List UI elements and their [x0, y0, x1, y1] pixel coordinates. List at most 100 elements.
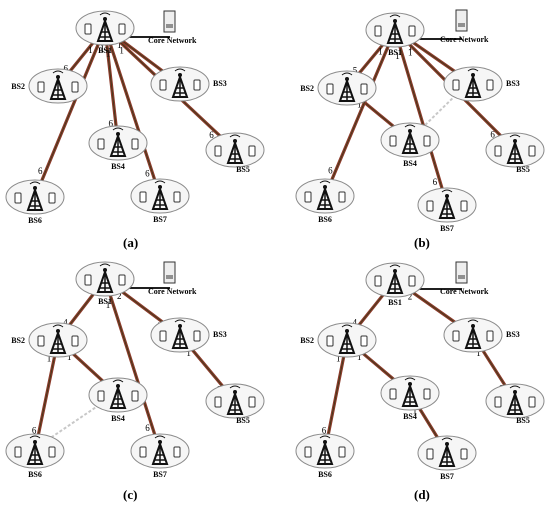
- link-bs1-bs7: 16: [106, 38, 158, 186]
- cell-tower-icon: [151, 435, 169, 465]
- station-label-bs5: BS5: [236, 165, 250, 174]
- cell-tower-icon: [96, 263, 114, 293]
- mobile-phone-icon: [159, 79, 167, 91]
- mobile-phone-icon: [173, 191, 181, 203]
- mobile-phone-icon: [360, 335, 368, 347]
- link-core-line: [189, 346, 226, 390]
- station-label-bs1: BS1: [98, 46, 112, 55]
- base-station-bs3: [150, 317, 210, 353]
- mobile-phone-icon: [84, 23, 92, 35]
- base-station-bs6: [295, 178, 355, 214]
- mobile-phone-icon: [131, 390, 139, 402]
- link-core-line: [356, 41, 386, 77]
- link-label-from: 1: [413, 405, 418, 415]
- mobile-phone-icon: [452, 330, 460, 342]
- mobile-phone-icon: [460, 200, 468, 212]
- base-station-bs3: [443, 66, 503, 102]
- link-label-to: 5: [353, 66, 358, 76]
- cell-tower-icon: [506, 134, 524, 164]
- cell-tower-icon: [464, 68, 482, 98]
- mobile-phone-icon: [48, 446, 56, 458]
- network-diagram-a: Core Network161616161616BS1BS2BS3BS4BS5B…: [5, 10, 265, 225]
- network-diagram-d: Core Network442515161616BS1BS2BS3BS4BS5B…: [295, 261, 545, 481]
- link-label-from: 1: [119, 45, 124, 55]
- station-label-bs4: BS4: [403, 159, 417, 168]
- link-label-to: 6: [322, 426, 327, 436]
- mobile-phone-icon: [486, 330, 494, 342]
- mobile-phone-icon: [486, 79, 494, 91]
- link-label-from: 1: [117, 40, 122, 50]
- station-label-bs2: BS2: [11, 336, 25, 345]
- mobile-phone-icon: [84, 274, 92, 286]
- mobile-phone-icon: [118, 23, 126, 35]
- base-station-bs6: [5, 179, 65, 215]
- mobile-phone-icon: [460, 448, 468, 460]
- cell-tower-icon: [338, 72, 356, 102]
- panel-c: Core Network342516161616BS1BS2BS3BS4BS5B…: [0, 253, 275, 507]
- cell-tower-icon: [49, 70, 67, 100]
- link-label-from: 1: [106, 49, 111, 59]
- mobile-phone-icon: [423, 388, 431, 400]
- cell-tower-icon: [401, 377, 419, 407]
- cell-tower-icon: [438, 437, 456, 467]
- mobile-phone-icon: [389, 388, 397, 400]
- link-core-line: [408, 289, 460, 326]
- cell-tower-icon: [49, 324, 67, 354]
- server-icon: [163, 261, 176, 284]
- link-core-line: [69, 350, 107, 385]
- base-station-bs4: [380, 122, 440, 158]
- link-label-from: 1: [88, 45, 93, 55]
- link-label-from: 1: [378, 47, 383, 57]
- core-network-label: Core Network: [440, 35, 489, 44]
- base-station-bs1: [75, 261, 135, 297]
- cell-tower-icon: [316, 180, 334, 210]
- station-label-bs5: BS5: [236, 416, 250, 425]
- link-core-line: [417, 404, 440, 442]
- base-station-bs2: [28, 68, 88, 104]
- mobile-phone-icon: [304, 446, 312, 458]
- server-icon: [455, 261, 468, 284]
- station-label-bs4: BS4: [111, 162, 125, 171]
- caption-b: (b): [414, 235, 430, 250]
- mobile-phone-icon: [248, 145, 256, 157]
- link-bs2-bs6: 16: [322, 351, 347, 440]
- station-label-bs2: BS2: [300, 84, 314, 93]
- base-station-bs7: [417, 187, 477, 223]
- mobile-phone-icon: [131, 138, 139, 150]
- mobile-phone-icon: [139, 191, 147, 203]
- base-station-bs7: [417, 435, 477, 471]
- cell-tower-icon: [401, 124, 419, 154]
- link-label-to: 6: [145, 423, 150, 433]
- caption-d: (d): [414, 487, 430, 502]
- station-label-bs2: BS2: [300, 336, 314, 345]
- link-core-line: [329, 42, 391, 184]
- base-station-bs1: [75, 10, 135, 46]
- link-bs1-bs7: 16: [106, 289, 158, 441]
- mobile-phone-icon: [426, 448, 434, 460]
- cell-tower-icon: [109, 379, 127, 409]
- cell-tower-icon: [171, 319, 189, 349]
- link-core-line: [67, 39, 96, 75]
- mobile-phone-icon: [528, 396, 536, 408]
- mobile-phone-icon: [97, 390, 105, 402]
- link-core-line: [39, 40, 101, 185]
- link-label-to: 6: [38, 166, 43, 176]
- base-station-bs2: [317, 322, 377, 358]
- link-core-line: [118, 288, 167, 326]
- panel-b: Core Network251616161616BS1BS2BS3BS4BS5B…: [275, 0, 550, 253]
- cell-tower-icon: [226, 385, 244, 415]
- link-core-line: [108, 291, 157, 439]
- link-core-line: [398, 42, 444, 193]
- link-bs1-bs7: 16: [395, 40, 445, 195]
- core-network-label: Core Network: [148, 36, 197, 45]
- base-station-bs7: [130, 433, 190, 469]
- station-label-bs6: BS6: [28, 216, 42, 225]
- cell-tower-icon: [506, 385, 524, 415]
- server-icon: [163, 10, 176, 33]
- link-label-from: 1: [106, 300, 111, 310]
- cell-tower-icon: [26, 435, 44, 465]
- station-label-bs7: BS7: [440, 472, 454, 481]
- mobile-phone-icon: [173, 446, 181, 458]
- station-label-bs7: BS7: [153, 215, 167, 224]
- station-label-bs4: BS4: [111, 414, 125, 423]
